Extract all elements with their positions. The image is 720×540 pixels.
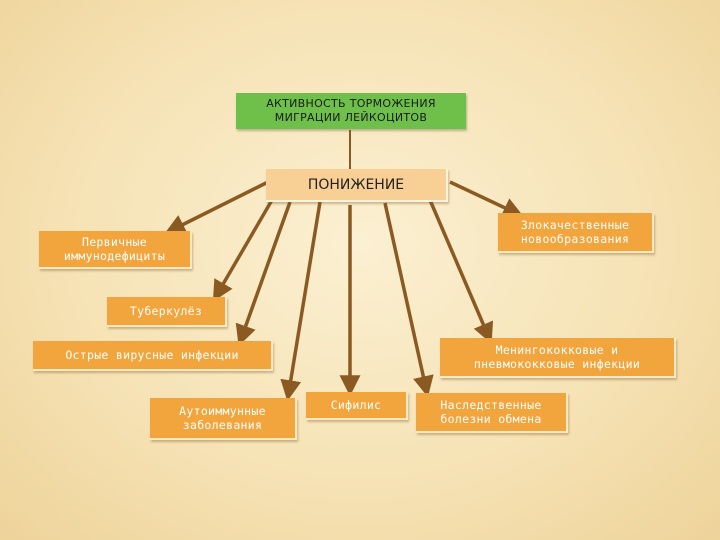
node-primary-immunodeficiency: Первичные иммунодефициты bbox=[39, 231, 192, 269]
arrow-to-malignant-neoplasms bbox=[449, 180, 524, 218]
title-box: АКТИВНОСТЬ ТОРМОЖЕНИЯ МИГРАЦИИ ЛЕЙКОЦИТО… bbox=[236, 93, 466, 129]
node-malignant-neoplasms: Злокачественные новообразования bbox=[498, 213, 654, 253]
node-hereditary-metabolic: Наследственные болезни обмена bbox=[416, 393, 568, 433]
arrow-to-tuberculosis bbox=[212, 199, 274, 302]
node-autoimmune-diseases: Аутоиммунные заболевания bbox=[150, 398, 297, 440]
node-acute-viral-infections: Острые вирусные инфекции bbox=[33, 341, 273, 371]
arrow-to-autoimmune-diseases bbox=[280, 201, 322, 402]
arrow-to-meningococcal-infections bbox=[428, 199, 494, 344]
node-tuberculosis: Туберкулёз bbox=[107, 297, 227, 327]
arrow-to-hereditary-metabolic bbox=[383, 202, 434, 398]
center-box-decrease: ПОНИЖЕНИЕ bbox=[266, 169, 448, 202]
node-syphilis: Сифилис bbox=[306, 392, 408, 420]
arrow-to-acute-viral-infections bbox=[235, 201, 292, 346]
node-meningococcal-infections: Менингококковые и пневмококковые инфекци… bbox=[440, 338, 676, 378]
arrow-to-primary-immunodeficiency bbox=[164, 180, 269, 234]
